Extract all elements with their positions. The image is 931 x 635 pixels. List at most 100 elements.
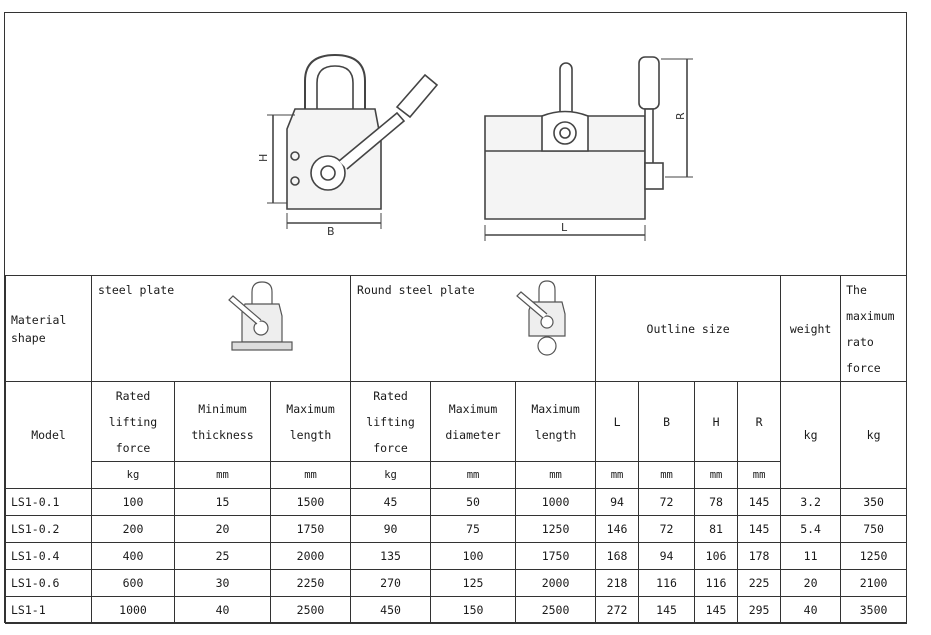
value-cell: 350	[840, 488, 908, 516]
value-cell: 2100	[840, 569, 908, 597]
unit-cell: kg	[91, 461, 175, 489]
material-shape-label: Material shape	[5, 275, 92, 382]
value-cell: 218	[595, 569, 640, 597]
unit-cell: mm	[515, 461, 597, 489]
value-cell: 2500	[269, 596, 352, 624]
value-cell: 72	[638, 488, 696, 516]
steel-plate-icon	[228, 281, 293, 351]
dim-label-R: R	[674, 112, 687, 120]
minimum-thickness-label: Minimum thickness	[174, 381, 271, 462]
value-cell: 450	[350, 596, 432, 624]
value-cell: 168	[595, 542, 640, 570]
model-cell: LS1-0.6	[5, 569, 92, 597]
lifter-diagram: H B L R	[257, 53, 693, 241]
spec-table: Material shape steel plate Round steel p…	[5, 275, 908, 624]
unit-cell: mm	[174, 461, 271, 489]
value-cell: 72	[638, 515, 696, 543]
unit-cell: mm	[638, 461, 696, 489]
rated-lifting-force-label: Rated lifting force	[91, 381, 175, 462]
value-cell: 40	[780, 596, 842, 624]
round-steel-plate-label: Round steel plate	[357, 283, 475, 297]
value-cell: 81	[694, 515, 739, 543]
dim-label-B: B	[327, 225, 335, 238]
value-cell: 1500	[269, 488, 352, 516]
model-cell: LS1-1	[5, 596, 92, 624]
value-cell: 100	[91, 488, 175, 516]
value-cell: 2000	[515, 569, 597, 597]
value-cell: 25	[174, 542, 271, 570]
value-cell: 272	[595, 596, 640, 624]
value-cell: 125	[430, 569, 517, 597]
value-cell: 90	[350, 515, 432, 543]
model-cell: LS1-0.2	[5, 515, 92, 543]
unit-cell: mm	[595, 461, 640, 489]
force-unit-label: kg	[840, 381, 908, 489]
value-cell: 1750	[515, 542, 597, 570]
value-cell: 1250	[515, 515, 597, 543]
value-cell: 750	[840, 515, 908, 543]
value-cell: 1250	[840, 542, 908, 570]
value-cell: 116	[694, 569, 739, 597]
value-cell: 135	[350, 542, 432, 570]
maximum-length-label-2: Maximum length	[515, 381, 597, 462]
value-cell: 600	[91, 569, 175, 597]
value-cell: 145	[737, 515, 782, 543]
outline-size-label: Outline size	[595, 275, 782, 382]
maximum-length-label: Maximum length	[269, 381, 352, 462]
value-cell: 145	[638, 596, 696, 624]
value-cell: 5.4	[780, 515, 842, 543]
rated-lifting-force-label-2: Rated lifting force	[350, 381, 432, 462]
unit-cell: mm	[694, 461, 739, 489]
value-cell: 146	[595, 515, 640, 543]
value-cell: 40	[174, 596, 271, 624]
unit-cell: mm	[269, 461, 352, 489]
subheader-row: Model Rated lifting force Minimum thickn…	[5, 381, 908, 489]
value-cell: 145	[694, 596, 739, 624]
value-cell: 3500	[840, 596, 908, 624]
value-cell: 2500	[515, 596, 597, 624]
value-cell: 94	[595, 488, 640, 516]
max-force-label: The maximum rato force	[840, 275, 908, 382]
outline-B-label: B	[638, 381, 696, 462]
value-cell: 78	[694, 488, 739, 516]
unit-cell: mm	[430, 461, 517, 489]
value-cell: 3.2	[780, 488, 842, 516]
value-cell: 2000	[269, 542, 352, 570]
dim-label-L: L	[561, 221, 568, 234]
spec-sheet: H B L R Material shape steel plate	[4, 12, 908, 624]
value-cell: 94	[638, 542, 696, 570]
round-steel-plate-icon	[516, 280, 566, 356]
value-cell: 295	[737, 596, 782, 624]
value-cell: 1750	[269, 515, 352, 543]
value-cell: 30	[174, 569, 271, 597]
value-cell: 2250	[269, 569, 352, 597]
maximum-diameter-label: Maximum diameter	[430, 381, 517, 462]
value-cell: 145	[737, 488, 782, 516]
value-cell: 225	[737, 569, 782, 597]
model-cell: LS1-0.4	[5, 542, 92, 570]
value-cell: 200	[91, 515, 175, 543]
value-cell: 75	[430, 515, 517, 543]
model-cell: LS1-0.1	[5, 488, 92, 516]
value-cell: 11	[780, 542, 842, 570]
value-cell: 150	[430, 596, 517, 624]
steel-plate-label: steel plate	[98, 283, 175, 297]
round-steel-plate-cell: Round steel plate	[350, 275, 597, 382]
outline-H-label: H	[694, 381, 739, 462]
outline-R-label: R	[737, 381, 782, 462]
material-row: Material shape steel plate Round steel p…	[5, 275, 908, 382]
units-row: kg mm mm kg mm mm mm mm mm mm	[6, 461, 907, 489]
value-cell: 100	[430, 542, 517, 570]
value-cell: 15	[174, 488, 271, 516]
value-cell: 1000	[91, 596, 175, 624]
model-label: Model	[5, 381, 92, 489]
value-cell: 20	[780, 569, 842, 597]
value-cell: 45	[350, 488, 432, 516]
weight-unit-label: kg	[780, 381, 842, 489]
value-cell: 1000	[515, 488, 597, 516]
